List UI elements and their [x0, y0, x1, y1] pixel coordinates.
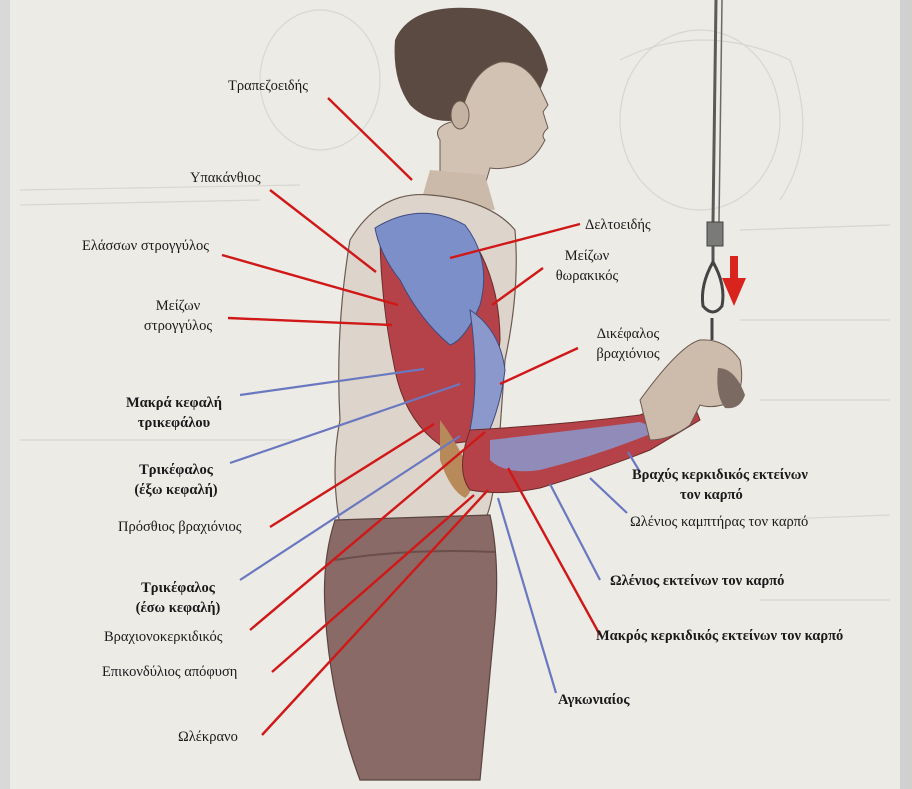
pointer-trapezius — [328, 98, 412, 180]
cable-machine — [702, 0, 723, 340]
label-triceps-long: Μακρά κεφαλή τρικεφάλου — [112, 393, 236, 433]
label-teres-major: Μείζων στρογγύλος — [128, 296, 228, 336]
label-triceps-long-line1: Μακρά κεφαλή — [112, 393, 236, 413]
label-epicondyle: Επικονδύλιος απόφυση — [102, 662, 237, 682]
label-pectoralis: Μείζων θωρακικός — [542, 246, 632, 286]
pointer-anconeus — [498, 498, 556, 693]
pointer-fcu — [590, 478, 627, 513]
label-biceps: Δικέφαλος βραχιόνιος — [580, 324, 676, 364]
label-ecr-brevis-line1: Βραχύς κερκιδικός εκτείνων — [632, 465, 808, 485]
label-brachioradialis: Βραχιονοκερκιδικός — [104, 627, 222, 647]
label-triceps-medial-line2: (έσω κεφαλή) — [128, 598, 228, 618]
label-triceps-medial: Τρικέφαλος (έσω κεφαλή) — [128, 578, 228, 618]
down-arrow-icon — [722, 256, 746, 306]
label-triceps-lateral-line1: Τρικέφαλος — [126, 460, 226, 480]
label-anterior-brachialis: Πρόσθιος βραχιόνιος — [118, 517, 241, 537]
label-pectoralis-line1: Μείζων — [542, 246, 632, 266]
label-ecu: Ωλένιος εκτείνων τον καρπό — [610, 571, 784, 591]
label-teres-minor: Ελάσσων στρογγύλος — [82, 236, 209, 256]
label-triceps-medial-line1: Τρικέφαλος — [128, 578, 228, 598]
label-triceps-lateral: Τρικέφαλος (έξω κεφαλή) — [126, 460, 226, 500]
label-pectoralis-line2: θωρακικός — [542, 266, 632, 286]
label-deltoid: Δελτοειδής — [585, 215, 651, 235]
label-ecr-brevis: Βραχύς κερκιδικός εκτείνων τον καρπό — [632, 465, 808, 505]
label-fcu: Ωλένιος καμπτήρας τον καρπό — [630, 512, 808, 532]
label-anconeus: Αγκωνιαίος — [558, 690, 630, 710]
label-infraspinatus: Υπακάνθιος — [190, 168, 261, 188]
label-trapezius: Τραπεζοειδής — [228, 76, 308, 96]
label-ecr-longus: Μακρός κερκιδικός εκτείνων τον καρπό — [596, 626, 843, 646]
label-teres-major-line2: στρογγύλος — [128, 316, 228, 336]
label-ecr-brevis-line2: τον καρπό — [632, 485, 808, 505]
label-biceps-line2: βραχιόνιος — [580, 344, 676, 364]
pointer-biceps — [500, 348, 578, 384]
label-biceps-line1: Δικέφαλος — [580, 324, 676, 344]
pointer-ecu — [550, 484, 600, 580]
athlete-figure — [324, 8, 745, 780]
label-triceps-long-line2: τρικεφάλου — [112, 413, 236, 433]
label-triceps-lateral-line2: (έξω κεφαλή) — [126, 480, 226, 500]
label-olecranon: Ωλέκρανο — [178, 727, 238, 747]
label-teres-major-line1: Μείζων — [128, 296, 228, 316]
